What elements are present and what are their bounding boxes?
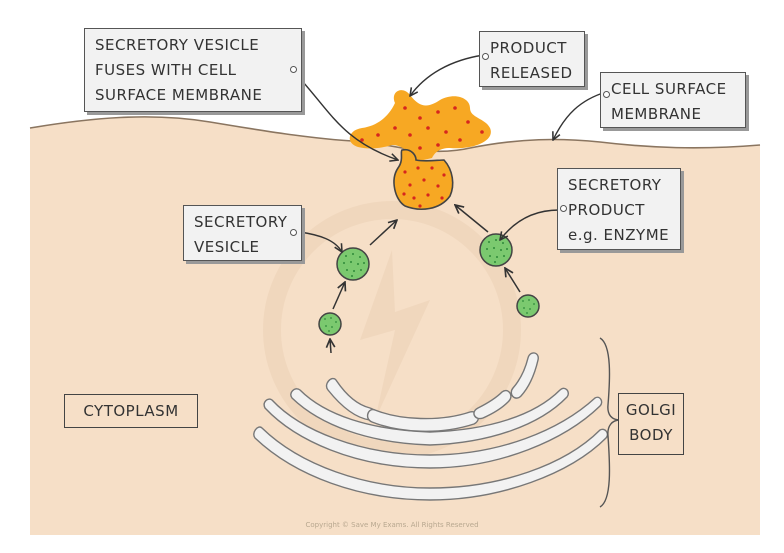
label-golgi-line2: BODY bbox=[629, 426, 673, 444]
label-secretory-product: SECRETORY PRODUCT e.g. ENZYME bbox=[557, 168, 681, 250]
label-product-released-line2: RELEASED bbox=[490, 64, 573, 82]
label-secretory-vesicle: SECRETORY VESICLE bbox=[183, 205, 302, 261]
vesicle-large-left bbox=[336, 247, 370, 281]
copyright-notice: Copyright © Save My Exams. All Rights Re… bbox=[305, 521, 479, 529]
label-cytoplasm-text: CYTOPLASM bbox=[83, 402, 179, 420]
vesicle-small-left bbox=[318, 312, 342, 336]
label-secretory-vesicle-line1: SECRETORY bbox=[194, 213, 288, 231]
tag-hole bbox=[603, 91, 610, 98]
label-vesicle-fuses-line1: SECRETORY VESICLE bbox=[95, 36, 260, 54]
label-cell-surface-line1: CELL SURFACE bbox=[611, 80, 727, 98]
vesicle-path-arrows bbox=[330, 205, 521, 354]
vesicle-large-right bbox=[479, 233, 513, 267]
label-secretory-product-line3: e.g. ENZYME bbox=[568, 226, 670, 244]
vesicle-small-right bbox=[516, 294, 540, 318]
label-cell-surface-line2: MEMBRANE bbox=[611, 105, 702, 123]
tag-hole bbox=[290, 66, 297, 73]
tag-hole bbox=[482, 53, 489, 60]
label-cell-surface-membrane: CELL SURFACE MEMBRANE bbox=[600, 72, 746, 128]
label-golgi-body: GOLGI BODY bbox=[618, 393, 684, 455]
label-vesicle-fuses: SECRETORY VESICLE FUSES WITH CELL SURFAC… bbox=[84, 28, 302, 112]
tag-hole bbox=[560, 205, 567, 212]
tag-hole bbox=[290, 229, 297, 236]
label-product-released-line1: PRODUCT bbox=[490, 39, 567, 57]
label-product-released: PRODUCT RELEASED bbox=[479, 31, 585, 87]
product-dots bbox=[360, 106, 484, 208]
label-golgi-line1: GOLGI bbox=[625, 401, 677, 419]
label-vesicle-fuses-line3: SURFACE MEMBRANE bbox=[95, 86, 263, 104]
label-cytoplasm: CYTOPLASM bbox=[64, 394, 198, 428]
label-leader-arrows bbox=[293, 54, 607, 252]
label-secretory-product-line2: PRODUCT bbox=[568, 201, 645, 219]
label-secretory-product-line1: SECRETORY bbox=[568, 176, 662, 194]
label-secretory-vesicle-line2: VESICLE bbox=[194, 238, 260, 256]
golgi-body bbox=[253, 352, 609, 501]
watermark-logo bbox=[263, 201, 521, 459]
label-vesicle-fuses-line2: FUSES WITH CELL bbox=[95, 61, 237, 79]
